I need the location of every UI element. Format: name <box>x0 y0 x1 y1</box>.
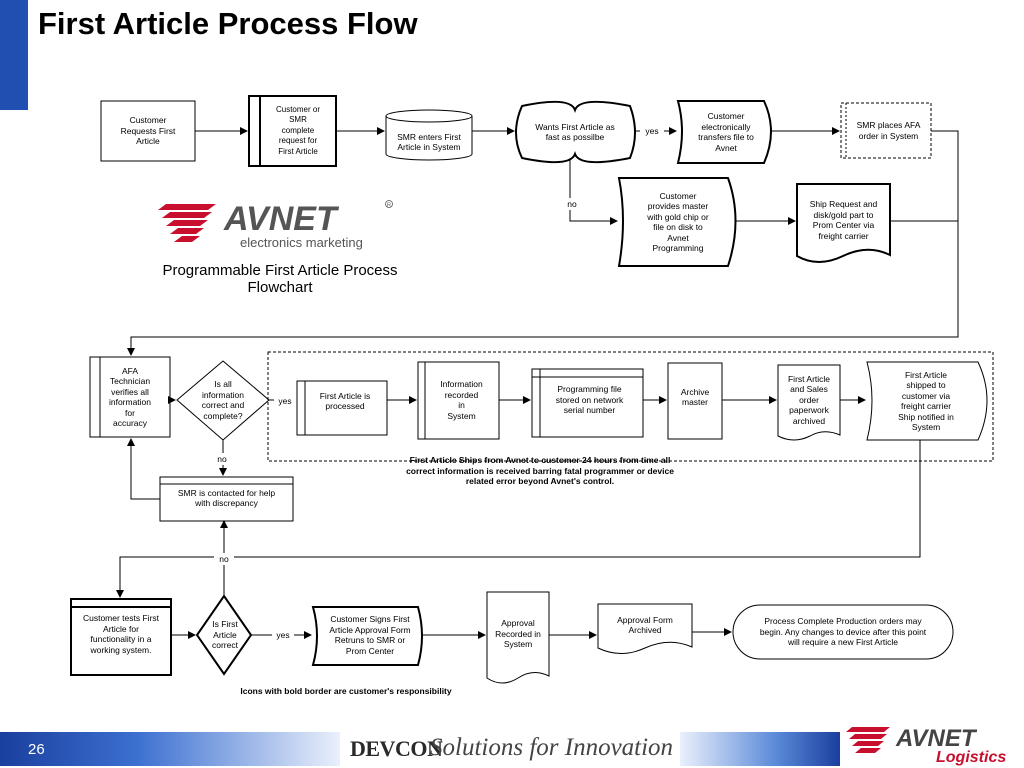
svg-text:electronics marketing: electronics marketing <box>240 235 363 250</box>
node-programming-file <box>531 368 644 438</box>
node-afa-technician <box>89 356 171 438</box>
responsibility-note: Icons with bold border are customer's re… <box>240 686 452 696</box>
node-approval-form-archived <box>597 603 693 654</box>
title-accent-bar <box>0 0 28 110</box>
footer-band-right <box>680 732 840 766</box>
node-first-article-processed <box>296 380 388 436</box>
node-ship-request <box>796 183 891 263</box>
node-process-complete <box>732 604 954 660</box>
node-smr-places <box>840 102 932 159</box>
edge-label-yes-2: yes <box>274 395 296 407</box>
edge-label-yes-3: yes <box>272 629 294 641</box>
ship-note: First Article Ships from Avnet to custom… <box>406 455 674 486</box>
page-number: 26 <box>28 741 45 758</box>
flowchart-caption: Programmable First Article Process Flowc… <box>162 262 398 296</box>
svg-text:Logistics: Logistics <box>936 749 1006 766</box>
svg-text:R: R <box>387 203 391 209</box>
node-wants-fast <box>515 100 636 164</box>
node-customer-signs <box>311 606 423 666</box>
svg-text:AVNET: AVNET <box>223 200 340 238</box>
footer-band-left <box>0 732 340 766</box>
svg-text:AVNET: AVNET <box>895 725 978 752</box>
avnet-logistics-logo: AVNET Logistics <box>846 725 1006 766</box>
in-house-process-group <box>267 351 994 462</box>
slide-title: First Article Process Flow <box>38 6 418 41</box>
node-smr-enters <box>385 116 473 161</box>
node-info-recorded <box>417 361 500 440</box>
node-electronic-transfer <box>676 100 772 164</box>
node-approval-recorded <box>486 591 550 684</box>
node-paperwork-archived <box>777 364 841 441</box>
devcon-logo: DEVCON <box>350 736 443 761</box>
node-customer-requests <box>100 100 196 162</box>
node-customer-tests <box>70 598 172 676</box>
edge-label-no-2: no <box>212 453 232 465</box>
node-is-first-article-correct-decision <box>195 594 253 676</box>
edge-label-yes-1: yes <box>640 125 664 137</box>
edge-label-no-3: no <box>214 553 234 565</box>
tagline: Solutions for Innovation <box>430 734 674 761</box>
node-archive-master <box>667 362 723 440</box>
avnet-logo: AVNET electronics marketing R <box>158 200 393 250</box>
node-ship-to-customer <box>866 361 988 441</box>
edge-label-no-1: no <box>562 198 582 210</box>
node-customer-provides-master <box>617 177 737 267</box>
